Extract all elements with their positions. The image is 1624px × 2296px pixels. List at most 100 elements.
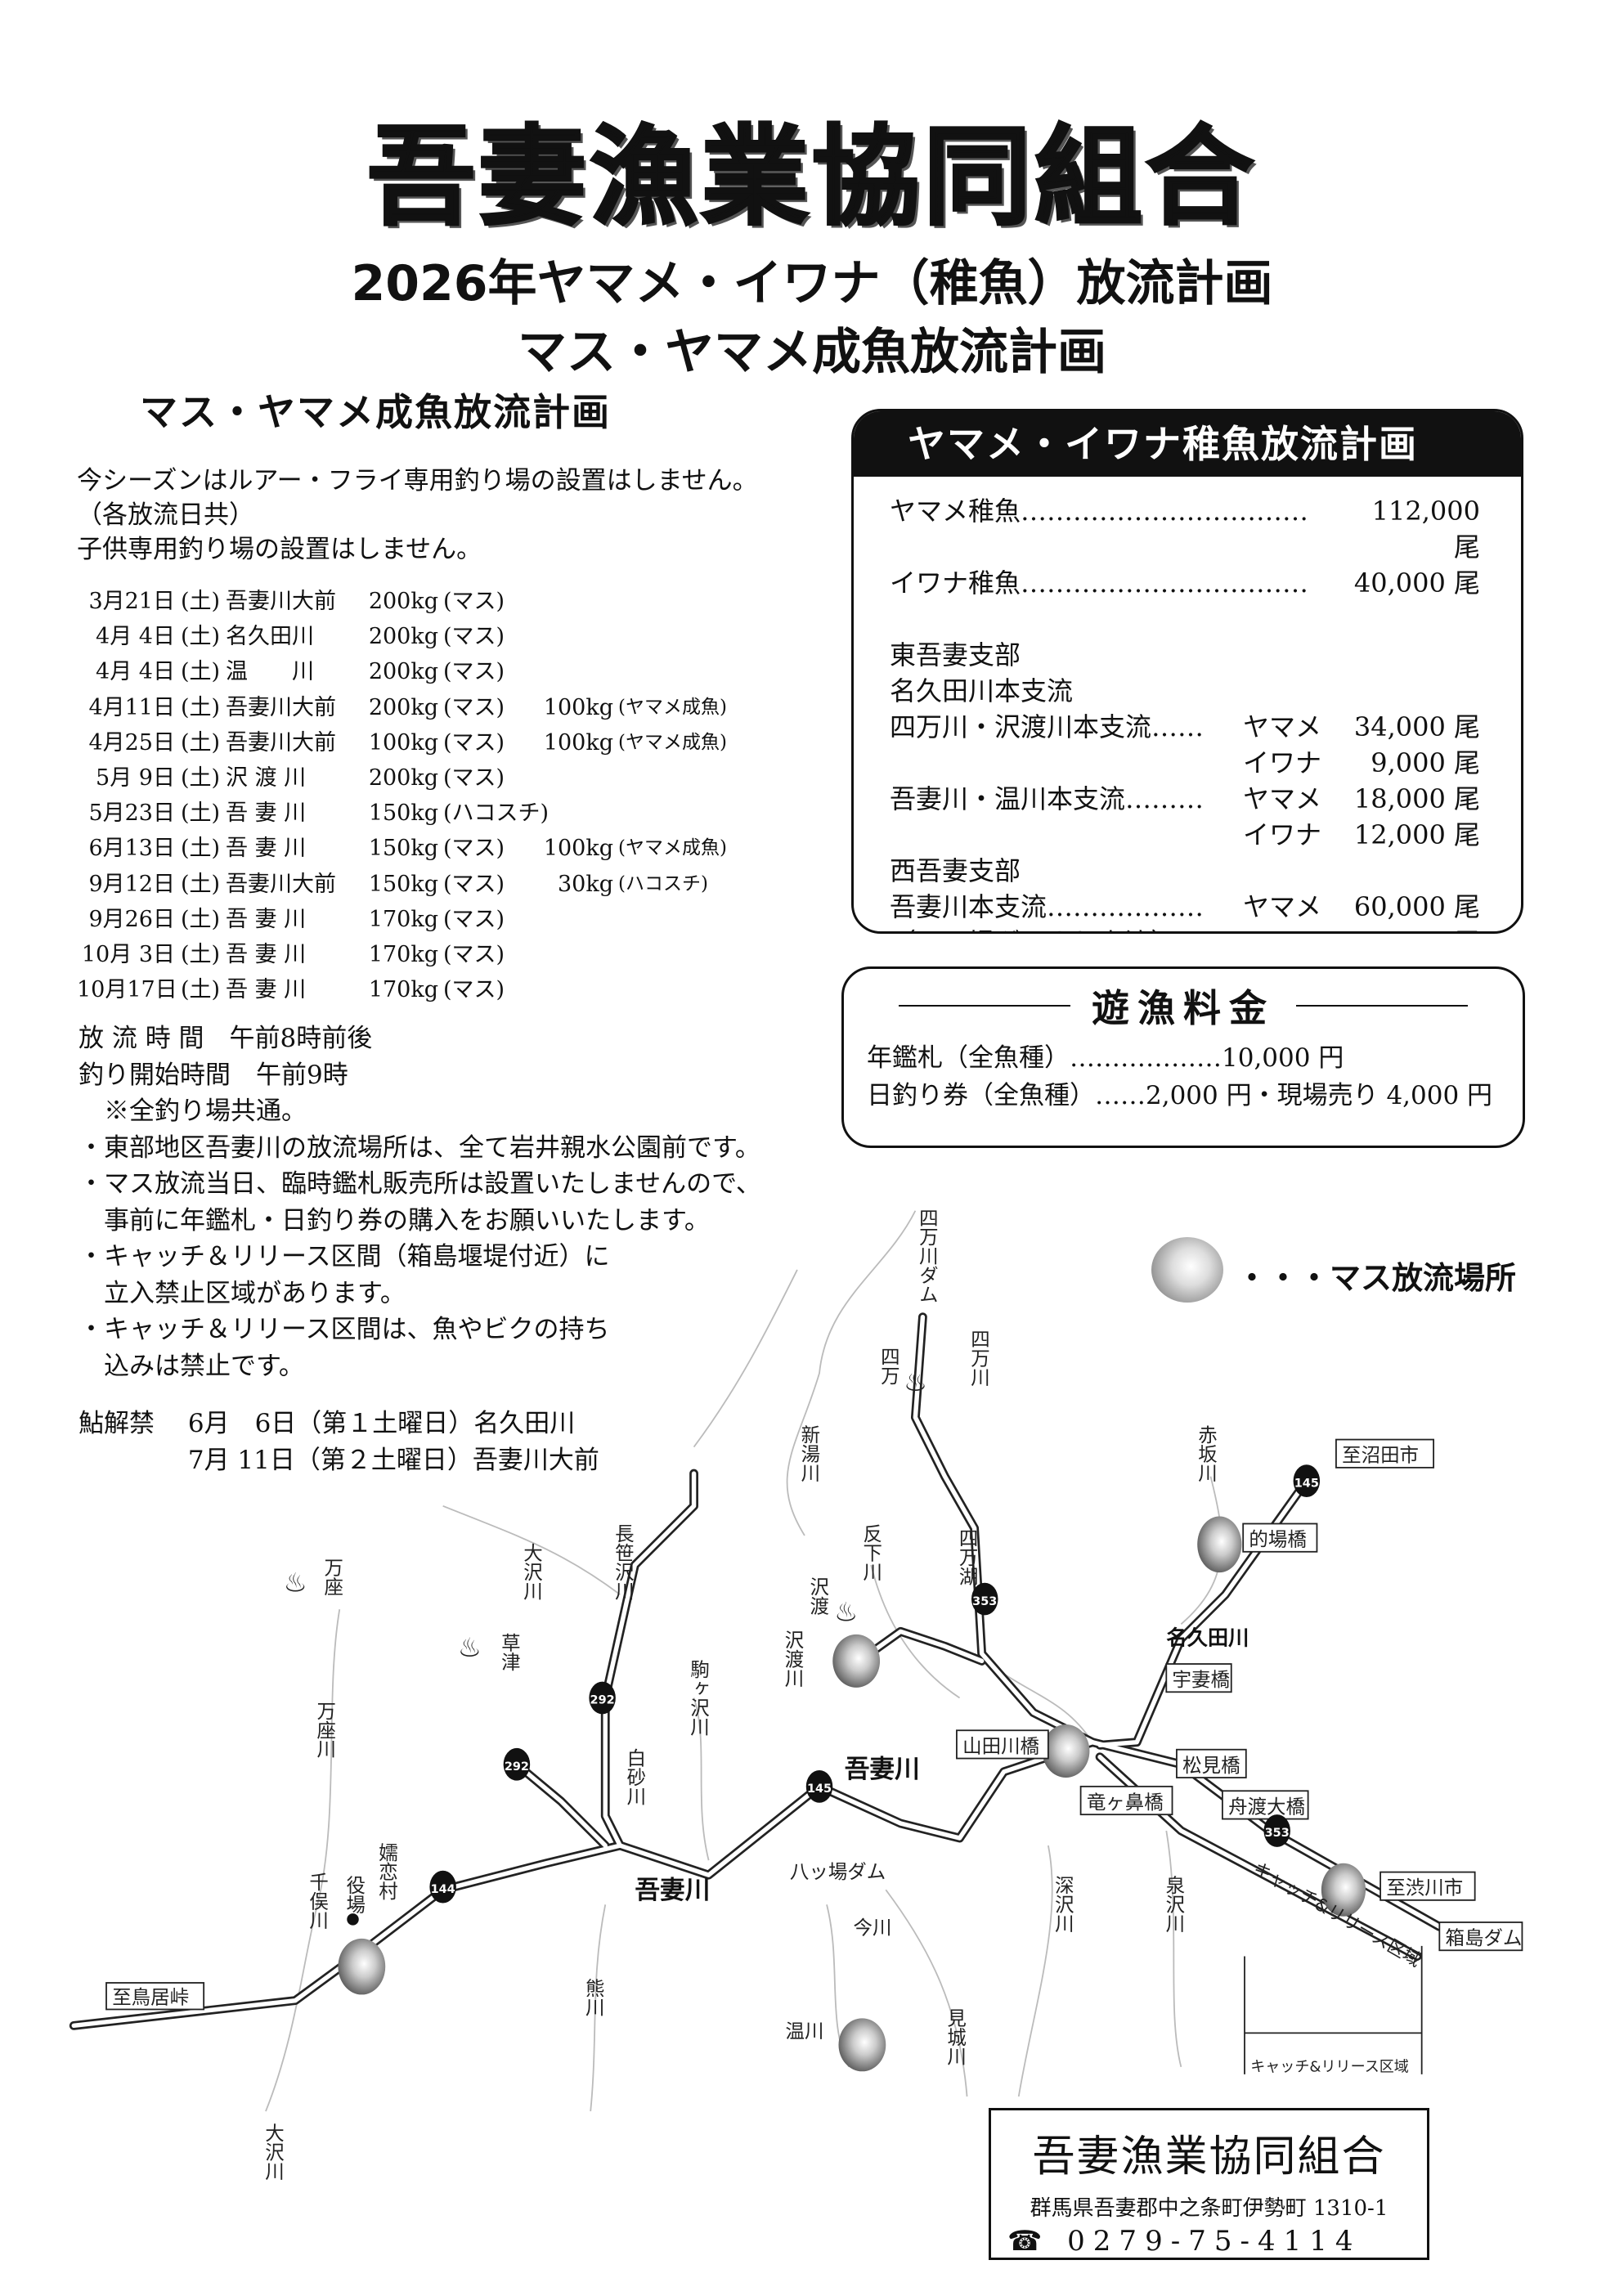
schedule-day: (土) [180, 871, 221, 897]
map-label: 草津 [498, 1633, 521, 1671]
river-label-agatsuma: 吾妻川 [845, 1756, 920, 1784]
notes: 放 流 時 間 午前8時前後 釣り開始時間 午前9時 ※全釣り場共通。 ・東部地… [79, 1020, 761, 1478]
fry-species: イワナ [1243, 819, 1322, 850]
map-label: 見城川 [944, 2008, 967, 2065]
fry-plan-heading: ヤマメ・イワナ稚魚放流計画 [854, 411, 1521, 477]
map-label: 深沢川 [1052, 1875, 1074, 1933]
note: 事前に年鑑札・日釣り券の購入をお願いいたします。 [79, 1205, 710, 1235]
route-number: 144 [431, 1883, 455, 1896]
schedule-type1: (マス) [443, 589, 505, 614]
map-label: 反下川 [859, 1523, 882, 1581]
fry-count: 40,000 尾 [1353, 567, 1480, 599]
schedule-type1: (マス) [443, 694, 505, 720]
route-145-badge: 145 [805, 1769, 833, 1803]
fry-name: イワナ稚魚…………………………… [890, 567, 1309, 599]
schedule-amt1: 200kg [368, 589, 438, 614]
schedule-date: 4月 4日 [96, 624, 175, 650]
schedule-type1: (マス) [443, 906, 505, 932]
schedule-date: 9月26日 [88, 906, 175, 932]
route-number: 292 [505, 1760, 529, 1774]
map-label: 新湯川 [797, 1424, 820, 1482]
map-label: 駒ヶ沢川 [687, 1659, 710, 1736]
note: 立入禁止区域があります。 [79, 1278, 406, 1308]
fry-total-row: イワナ稚魚…………………………… 40,000 尾 [890, 565, 1480, 601]
map-label: 四万 [877, 1347, 900, 1385]
intro-line: （各放流日共） [77, 500, 254, 530]
schedule-type1: (マス) [443, 729, 505, 756]
annual-ticket-fee: 年鑑札（全魚種）………………10,000 円 [867, 1043, 1344, 1073]
note: ・キャッチ＆リリース区間（箱島堰堤付近）に [79, 1242, 610, 1271]
direction-torii-pass: 至鳥居峠 [112, 1985, 189, 2008]
ayu-opening: 鮎解禁 6月 6日（第１土曜日）名久田川 [79, 1409, 576, 1438]
schedule-day: (土) [180, 729, 221, 756]
fry-value: 12,000 尾 [1353, 819, 1480, 850]
west-branch: 西吾妻支部 [890, 855, 1021, 886]
note: ※全釣り場共通。 [79, 1096, 307, 1126]
schedule-date: 10月 3日 [81, 942, 175, 968]
schedule-date: 5月23日 [88, 800, 175, 827]
map-label: 長笹沢川 [612, 1523, 635, 1600]
map-label: 沢渡 [806, 1576, 829, 1615]
organization-title: 吾妻漁業協同組合 [366, 114, 1257, 242]
catch-release-zone-label: キャッチ&リリース区域 [1250, 2058, 1409, 2075]
schedule-amt2: 30kg [557, 871, 613, 897]
schedule-place: 吾 妻 川 [226, 977, 307, 1003]
fry-species: イワナ [1243, 925, 1341, 931]
route-144-badge: 144 [429, 1870, 456, 1904]
map-label: 沢渡川 [782, 1630, 805, 1688]
bridge-matoba: 的場橋 [1249, 1528, 1306, 1551]
map-label: 白砂川 [623, 1748, 646, 1806]
schedule-type1: (マス) [443, 659, 505, 685]
subtitle-adult-plan: マス・ヤマメ成魚放流計画 [518, 324, 1106, 381]
schedule-type1: (マス) [443, 871, 505, 897]
note: ・東部地区吾妻川の放流場所は、全て岩井親水公園前です。 [79, 1132, 760, 1163]
release-time: 放 流 時 間 午前8時前後 [79, 1024, 373, 1053]
hakoshima-dam: 箱島ダム [1446, 1926, 1523, 1949]
schedule-date: 5月 9日 [96, 765, 175, 791]
river-label-agatsuma: 吾妻川 [635, 1877, 710, 1905]
schedule-amt1: 200kg [368, 765, 438, 791]
schedule-type1: (ハコスチ) [443, 800, 550, 827]
fry-name: 四万川・沢渡川本支流…… [890, 711, 1205, 742]
map-label: 泉沢川 [1162, 1875, 1185, 1933]
schedule-place: 名久田川 [226, 624, 314, 650]
fry-value: 60,000 尾 [1353, 891, 1480, 922]
fry-branch-row: イワナ 12,000 尾 [890, 817, 1480, 853]
fry-total-row: ヤマメ稚魚……………………………112,000 尾 [890, 493, 1480, 565]
ayu-opening: 7月 11日（第２土曜日）吾妻川大前 [79, 1445, 599, 1475]
schedule-type2: (ヤマメ成魚) [618, 837, 727, 859]
hot-spring-icon: ♨ [284, 1567, 307, 1599]
schedule-type1: (マス) [443, 624, 505, 650]
direction-shibukawa: 至渋川市 [1386, 1877, 1463, 1899]
schedule-amt1: 100kg [368, 729, 438, 756]
schedule-place: 吾 妻 川 [226, 942, 307, 968]
schedule-day: (土) [180, 836, 221, 862]
schedule-amt1: 170kg [368, 942, 438, 968]
hot-spring-icon: ♨ [834, 1597, 858, 1628]
schedule-type1: (マス) [443, 836, 505, 862]
day-ticket-fee: 日釣り券（全魚種）……2,000 円・現場売り 4,000 円 [867, 1081, 1493, 1110]
schedule-place: 吾妻川大前 [226, 694, 336, 720]
footer-phone: 0279-75-4114 [1067, 2225, 1362, 2258]
legend-label: ・・・マス放流場所 [1236, 1260, 1517, 1296]
map-label: 嬬恋村 [375, 1842, 398, 1900]
note: ・キャッチ＆リリース区間は、魚やビクの持ち [79, 1315, 610, 1344]
phone-icon: ☎ [1007, 2225, 1051, 2258]
schedule-amt2: 100kg [543, 729, 613, 756]
schedule-type2: (ヤマメ成魚) [618, 696, 727, 718]
map-label: 万座川 [313, 1701, 336, 1758]
fry-name: （八ッ場ダムより上流） [890, 925, 1243, 931]
schedule-amt2: 100kg [543, 836, 613, 862]
adult-plan-heading: マス・ヤマメ成魚放流計画 [140, 390, 611, 434]
schedule-date: 4月11日 [88, 694, 175, 720]
schedule-date: 3月21日 [88, 589, 175, 614]
divider [899, 1005, 1070, 1007]
